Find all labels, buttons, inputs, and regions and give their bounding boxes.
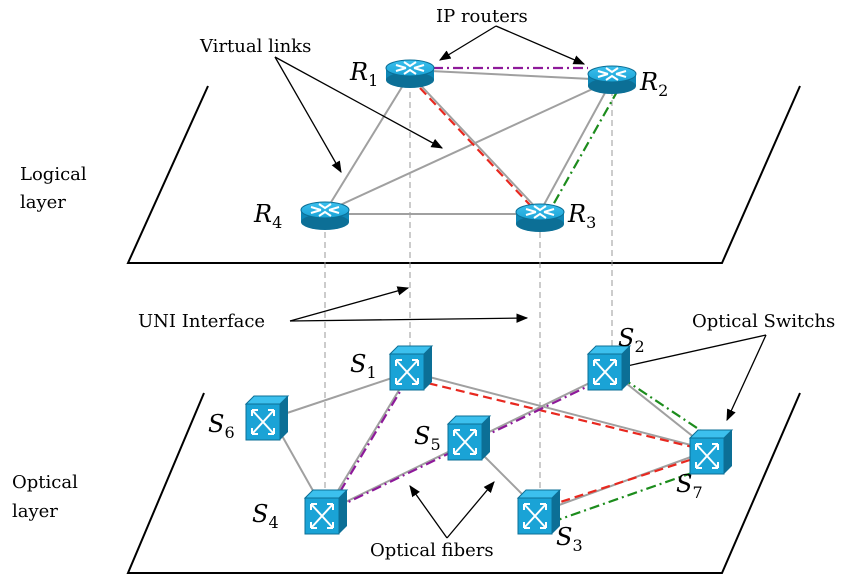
s4-label: S4 (252, 500, 279, 532)
s6-label: S6 (208, 410, 235, 442)
logical-links (324, 69, 613, 215)
annotation-arrows (274, 25, 767, 539)
s5-label: S5 (414, 422, 441, 454)
switch-icon-s2 (587, 345, 631, 391)
router-icon-r2 (587, 65, 637, 95)
optical-path-green-1 (621, 377, 713, 439)
optical-layer-label-line2: layer (12, 501, 58, 522)
optical-path-green-2 (551, 466, 707, 524)
switch-icon-s1 (389, 345, 433, 391)
virtual-links-label: Virtual links (199, 36, 311, 57)
switch-icon-s5 (447, 415, 491, 461)
s1-label: S1 (350, 350, 377, 382)
optical-path-purple-1 (331, 379, 408, 506)
lightpath-r2-r3 (552, 89, 619, 206)
optical-path-red-1 (414, 378, 706, 452)
r2-label: R2 (639, 68, 668, 100)
logical-layer-plane (126, 85, 801, 264)
optical-path-red-2 (547, 454, 703, 508)
switch-icon-s3 (517, 489, 561, 535)
optical-switches-label: Optical Switchs (692, 311, 835, 332)
s7-label: S7 (676, 470, 703, 502)
router-icon-r4 (300, 201, 350, 231)
r1-label: R1 (349, 58, 378, 90)
switch-icon-s7 (689, 429, 733, 475)
uni-dashed-lines (324, 82, 613, 498)
switch-icon-s6 (245, 395, 289, 441)
r3-label: R3 (567, 200, 596, 232)
router-icon-r3 (515, 203, 565, 233)
ip-routers-label: IP routers (436, 6, 528, 27)
lightpath-r1-r3 (419, 87, 531, 206)
optical-layer-label-line1: Optical (12, 472, 78, 493)
logical-layer-label-line1: Logical (20, 164, 87, 185)
r4-label: R4 (253, 200, 282, 232)
optical-layer-plane (126, 392, 801, 574)
s2-label: S2 (618, 324, 645, 356)
uni-interface-label: UNI Interface (138, 311, 265, 332)
switch-icon-s4 (304, 489, 348, 535)
optical-fibers-label: Optical fibers (370, 540, 494, 561)
router-icon-r1 (385, 59, 435, 89)
s3-label: S3 (556, 523, 583, 555)
logical-layer-label-line2: layer (20, 192, 66, 213)
